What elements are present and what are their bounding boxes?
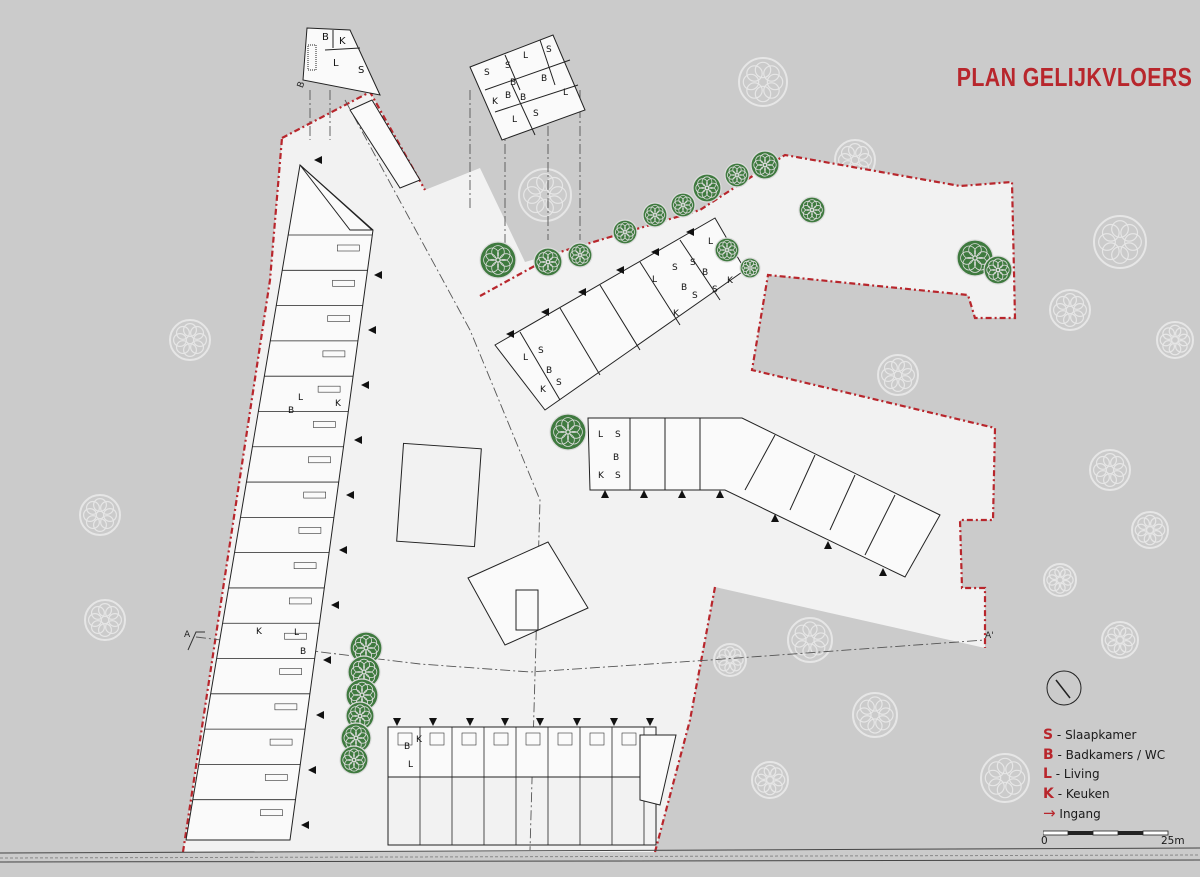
svg-text:B: B [288, 406, 294, 416]
room-letter: B [322, 32, 329, 43]
svg-text:B: B [613, 453, 619, 463]
svg-text:B: B [510, 78, 516, 88]
svg-text:S: S [533, 109, 539, 119]
svg-text:S: S [615, 471, 621, 481]
svg-text:A': A' [985, 631, 994, 641]
row-houses-lower-right [587, 417, 941, 578]
svg-text:B: B [505, 91, 511, 101]
svg-text:L: L [523, 51, 528, 61]
svg-text:B: B [520, 93, 526, 103]
svg-text:A: A [184, 630, 191, 640]
svg-text:B: B [541, 74, 547, 84]
svg-text:L: L [512, 115, 517, 125]
svg-text:B: B [702, 268, 708, 278]
building-top-left [302, 27, 381, 96]
section-lines [195, 90, 986, 851]
svg-text:S: S [538, 346, 544, 356]
svg-text:B: B [546, 366, 552, 376]
room-letter: S [358, 65, 364, 76]
svg-text:S: S [505, 61, 511, 71]
section-marker-a: A A' B [184, 80, 994, 651]
svg-text:K: K [540, 385, 547, 395]
scale-end: 25m [1161, 835, 1185, 847]
svg-text:S: S [615, 430, 621, 440]
north-arrow [1046, 670, 1082, 706]
svg-text:B: B [681, 283, 687, 293]
svg-text:K: K [492, 97, 499, 107]
plan-title: PLAN GELIJKVLOERS [956, 62, 1192, 92]
row-houses-left [185, 164, 374, 841]
legend-item: → Ingang [1043, 804, 1101, 822]
svg-text:K: K [335, 399, 342, 409]
scale-bar-graphic [1043, 830, 1169, 836]
svg-text:L: L [298, 393, 303, 403]
legend-item: S - Slaapkamer [1043, 727, 1137, 743]
annex-diagonal [349, 99, 421, 189]
scale-start: 0 [1041, 835, 1048, 847]
entry-arrows [301, 156, 887, 829]
street [0, 847, 1200, 863]
svg-text:L: L [523, 353, 528, 363]
legend-item: B - Badkamers / WC [1043, 746, 1166, 763]
svg-text:S: S [672, 263, 678, 273]
svg-text:L: L [708, 237, 713, 247]
tilted-house-center [467, 541, 589, 646]
legend-item: L - Living [1043, 766, 1100, 782]
svg-text:B: B [296, 80, 308, 89]
svg-text:L: L [408, 760, 413, 770]
svg-text:B: B [404, 742, 410, 752]
entrance-arrow-icon: → [1043, 804, 1056, 822]
svg-text:B: B [300, 647, 306, 657]
svg-text:S: S [484, 68, 490, 78]
central-pavilion [396, 442, 482, 548]
svg-text:K: K [416, 735, 423, 745]
room-letter: L [333, 58, 339, 69]
row-houses-bottom [387, 726, 677, 846]
trees [339, 150, 1013, 775]
svg-text:L: L [294, 628, 299, 638]
background-trees [79, 57, 1194, 803]
svg-text:S: S [546, 45, 552, 55]
svg-text:S: S [692, 291, 698, 301]
legend-item: K - Keuken [1043, 785, 1110, 802]
svg-text:K: K [256, 627, 263, 637]
legend: S - Slaapkamer B - Badkamers / WC L - Li… [1043, 726, 1165, 824]
scale-bar: 0 25m [1041, 829, 1185, 859]
room-letter: K [339, 36, 346, 47]
svg-text:S: S [712, 285, 718, 295]
svg-text:S: S [690, 258, 696, 268]
svg-text:K: K [673, 309, 680, 319]
svg-text:S: S [556, 378, 562, 388]
svg-text:K: K [727, 276, 734, 286]
svg-text:L: L [563, 88, 568, 98]
svg-text:L: L [598, 430, 603, 440]
svg-text:K: K [598, 471, 605, 481]
bottom-rooms: BK L [404, 735, 423, 770]
square-house-top [469, 34, 586, 141]
svg-text:L: L [652, 275, 657, 285]
